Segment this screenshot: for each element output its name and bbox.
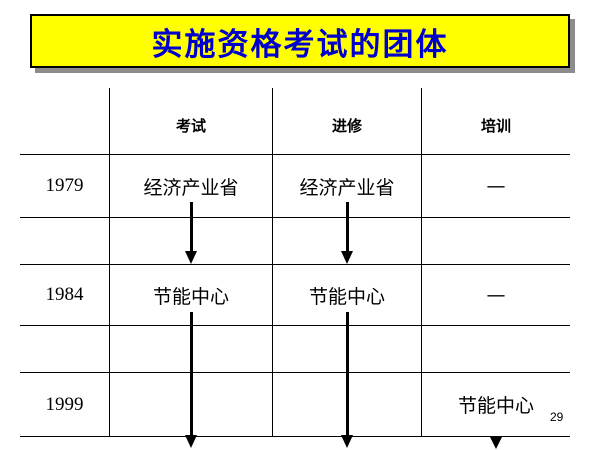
- row-divider: [20, 325, 570, 326]
- table-cell: —: [486, 175, 506, 197]
- column-header-training: 进修: [331, 116, 362, 135]
- row-divider: [20, 436, 570, 437]
- down-arrow-icon: [341, 312, 353, 448]
- down-arrow-icon: [490, 437, 502, 449]
- page-number: 29: [550, 410, 564, 424]
- down-arrow-icon: [185, 202, 197, 264]
- table-cell: 经济产业省: [143, 176, 239, 199]
- column-divider: [421, 88, 422, 436]
- row-year: 1979: [45, 175, 84, 196]
- table-cell: —: [486, 284, 506, 306]
- row-year: 1984: [45, 284, 84, 305]
- row-divider: [20, 372, 570, 373]
- table-cell: 节能中心: [457, 395, 534, 417]
- down-arrow-icon: [185, 312, 197, 448]
- table-cell: 经济产业省: [299, 176, 395, 199]
- down-arrow-icon: [341, 202, 353, 264]
- row-divider: [20, 217, 570, 218]
- column-header-exam: 考试: [175, 116, 206, 135]
- table-cell: 节能中心: [152, 285, 229, 308]
- table-cell: 节能中心: [308, 285, 385, 308]
- row-divider: [20, 264, 570, 265]
- column-divider: [272, 88, 273, 436]
- row-year: 1999: [45, 393, 84, 415]
- column-header-education: 培训: [480, 116, 511, 135]
- slide-title-banner: 实施资格考试的团体: [30, 14, 570, 68]
- slide-title: 实施资格考试的团体: [151, 26, 449, 63]
- row-divider: [20, 154, 570, 155]
- column-divider: [109, 88, 110, 436]
